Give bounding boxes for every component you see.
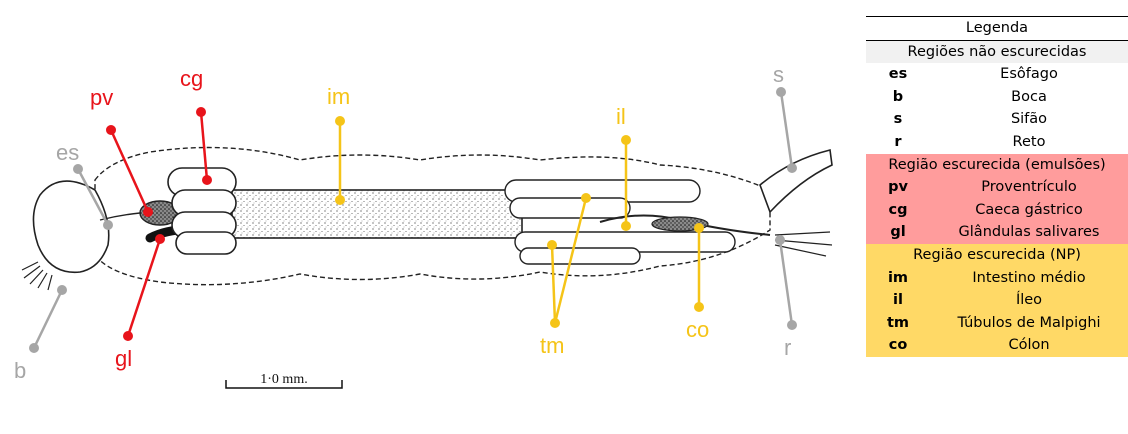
svg-text:il: il <box>616 104 626 129</box>
svg-text:co: co <box>686 317 709 342</box>
svg-text:im: im <box>327 84 350 109</box>
callout-b: b <box>14 285 67 383</box>
anal-papillae <box>775 232 832 256</box>
svg-text:es: es <box>56 140 79 165</box>
legend-group-header: Regiões não escurecidas <box>866 40 1128 63</box>
svg-text:s: s <box>773 62 784 87</box>
svg-text:tm: tm <box>540 333 564 358</box>
svg-text:gl: gl <box>115 346 132 371</box>
svg-text:b: b <box>14 358 26 383</box>
legend-title: Legenda <box>866 17 1128 41</box>
legend-group-header: Região escurecida (emulsões) <box>866 154 1128 177</box>
legend-group-header: Região escurecida (NP) <box>866 244 1128 267</box>
svg-text:r: r <box>784 335 791 360</box>
mouth-brushes <box>22 262 52 290</box>
scale-bar-label: 1·0 mm. <box>260 372 307 387</box>
head-capsule <box>33 181 108 272</box>
callout-s: s <box>773 62 797 173</box>
midgut <box>232 190 522 238</box>
gastric-caeca <box>168 168 236 254</box>
callout-gl: gl <box>115 234 165 371</box>
callout-im: im <box>327 84 350 205</box>
svg-text:cg: cg <box>180 66 203 91</box>
larva-gut-diagram: 1·0 mm. es b s r pv cg gl im <box>0 0 860 434</box>
svg-text:pv: pv <box>90 85 113 110</box>
callout-r: r <box>775 235 797 360</box>
siphon <box>760 150 832 212</box>
callout-cg: cg <box>180 66 212 185</box>
